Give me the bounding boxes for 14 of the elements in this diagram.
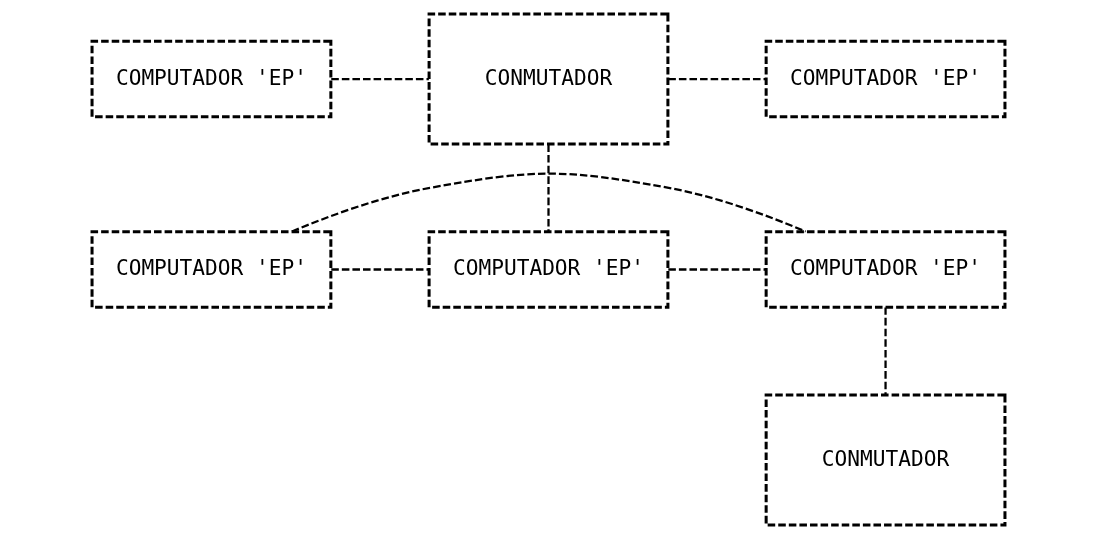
node-box: COMPUTADOR 'EP' (764, 230, 1006, 309)
node-box: COMPUTADOR 'EP' (90, 230, 332, 309)
node-box: COMPUTADOR 'EP' (427, 230, 669, 309)
connector (546, 144, 550, 232)
node-box: COMPUTADOR 'EP' (764, 39, 1006, 119)
connector (330, 268, 429, 271)
connector (667, 268, 766, 271)
connector (883, 307, 887, 395)
connector (667, 77, 766, 81)
node-box: CONMUTADOR (764, 393, 1006, 527)
connector (291, 172, 806, 233)
node-box: CONMUTADOR (427, 12, 669, 146)
connector (330, 77, 429, 81)
node-box: COMPUTADOR 'EP' (90, 39, 332, 119)
